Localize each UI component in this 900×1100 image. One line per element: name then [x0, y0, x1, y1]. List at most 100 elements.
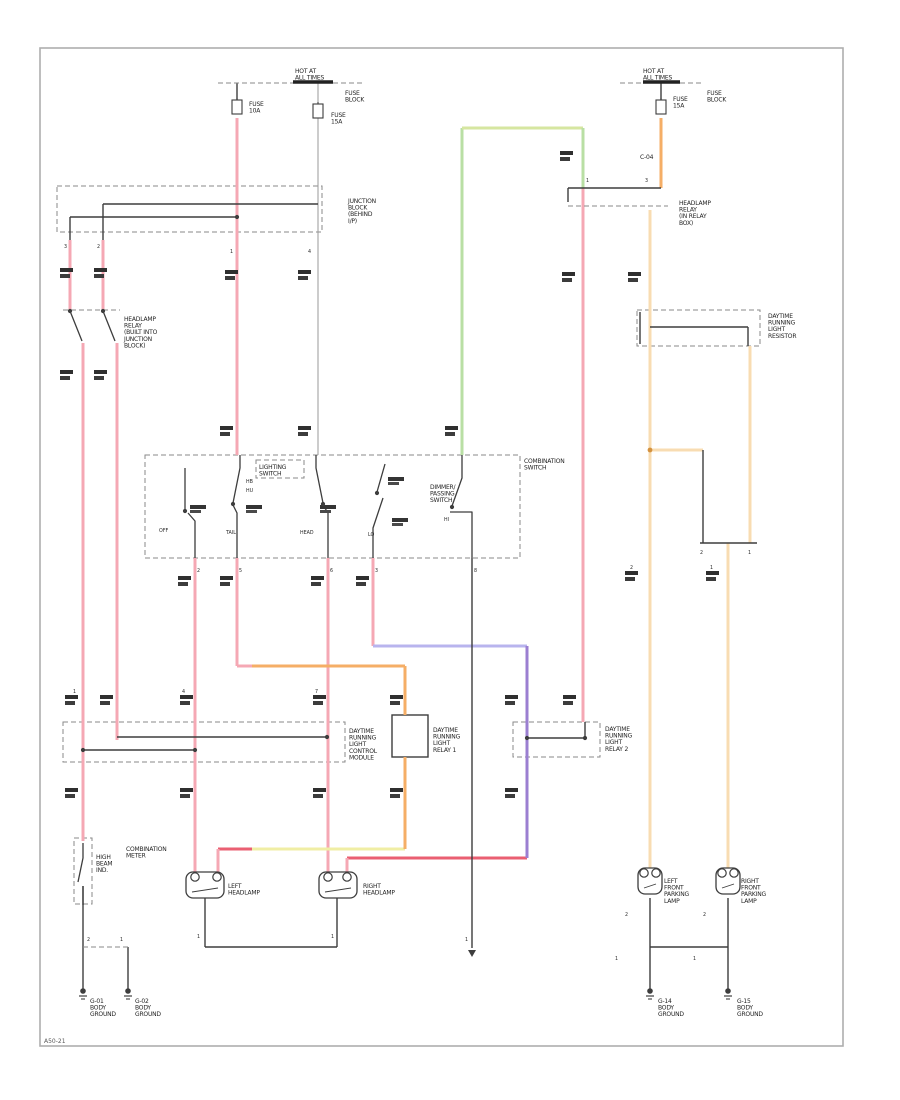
- connector-blob: [60, 268, 73, 272]
- terminal-blob: [320, 505, 336, 509]
- connector-blob: [225, 276, 235, 280]
- terminal-label: 1: [120, 937, 123, 943]
- terminal-label: 7: [315, 689, 318, 695]
- terminal-label: LO: [368, 532, 375, 538]
- junction-dot: [320, 501, 326, 507]
- diagram-label: RELAY 2: [605, 746, 628, 753]
- parklamp-terminal: [651, 868, 661, 878]
- diagram-label: LIGHT: [768, 326, 785, 333]
- arrow-icon: [468, 950, 476, 957]
- junction-dot: [67, 308, 73, 314]
- terminal-label: HU: [246, 488, 254, 494]
- connector-blob: [60, 370, 73, 374]
- junction-dot: [647, 447, 653, 453]
- connector-blob: [313, 794, 323, 798]
- connector-blob: [505, 794, 515, 798]
- terminal-blob: [392, 518, 408, 522]
- switch-blade: [69, 310, 83, 342]
- diagram-label: RUNNING: [349, 735, 377, 742]
- diagram-label: BLOCK: [345, 97, 365, 104]
- terminal-label: 1: [230, 249, 233, 255]
- switch-blade: [102, 310, 116, 342]
- connector-blob: [298, 270, 311, 274]
- diagram-label: HEADLAMP: [363, 890, 395, 897]
- connector-blob: [628, 272, 641, 276]
- diagram-label: LEFT: [228, 883, 242, 890]
- diagram-label: FUSE: [673, 96, 688, 103]
- diagram-label: PASSING: [430, 491, 455, 498]
- terminal-label: HEAD: [300, 530, 314, 536]
- connector-blob: [65, 794, 75, 798]
- connector-blob: [390, 695, 403, 699]
- connector-blob: [505, 701, 515, 705]
- connector-blob: [60, 376, 70, 380]
- diagram-label: DAYTIME: [768, 313, 793, 320]
- diagram-label: DAYTIME: [433, 727, 458, 734]
- diagram-label: G-15: [737, 998, 751, 1005]
- diagram-label: COMBINATION: [126, 846, 167, 853]
- connector-blob: [65, 695, 78, 699]
- diagram-label: HOT AT: [295, 68, 316, 75]
- connector-blob: [220, 426, 233, 430]
- connector-blob: [180, 701, 190, 705]
- connector-blob: [225, 270, 238, 274]
- diagram-label: RUNNING: [768, 320, 796, 327]
- diagram-label: FRONT: [664, 885, 684, 892]
- switch-blade: [315, 455, 324, 504]
- diagram-label: (IN RELAY: [679, 213, 707, 220]
- diagram-label: LIGHT: [349, 741, 366, 748]
- headlamp-filament: [191, 887, 219, 893]
- fuse-icon: [231, 99, 243, 115]
- connector-blob: [390, 701, 400, 705]
- connector-blob: [220, 576, 233, 580]
- connector-blob: [313, 788, 326, 792]
- connector-blob: [298, 432, 308, 436]
- diagram-label: BLOCK: [348, 205, 368, 212]
- diagram-label: COMBINATION: [524, 458, 565, 465]
- switch-blade: [372, 497, 384, 558]
- page-footer: A50-21: [44, 1038, 66, 1045]
- terminal-label: 1: [615, 956, 618, 962]
- terminal-label: 1: [586, 178, 589, 184]
- connector-blob: [220, 432, 230, 436]
- switch-blade: [187, 512, 196, 558]
- terminal-label: 1: [197, 934, 200, 940]
- connector-blob: [562, 278, 572, 282]
- connector-blob: [180, 788, 193, 792]
- headlamp-terminal: [212, 872, 222, 882]
- junction-dot: [582, 735, 588, 741]
- diagram-label: G-01: [90, 998, 104, 1005]
- terminal-blob: [246, 510, 257, 513]
- connector-blob: [65, 701, 75, 705]
- diagram-label: LIGHTING: [259, 464, 287, 471]
- terminal-blob: [392, 523, 403, 526]
- connector-blob: [94, 274, 104, 278]
- connector-blob: [65, 788, 78, 792]
- terminal-label: 4: [182, 689, 185, 695]
- switch-blade: [232, 455, 241, 504]
- terminal-label: 2: [97, 244, 100, 250]
- diagram-label: (BEHIND: [348, 211, 373, 218]
- headlamp-terminal: [190, 872, 200, 882]
- junction-dot: [192, 747, 198, 753]
- headlamp-terminal: [323, 872, 333, 882]
- connector-blob: [220, 582, 230, 586]
- junction-dot: [230, 501, 236, 507]
- headlamp-filament: [324, 887, 352, 893]
- terminal-label: 3: [645, 178, 648, 184]
- junction-dot: [234, 214, 240, 220]
- terminal-label: 2: [700, 550, 703, 556]
- diagram-label: (BUILT INTO: [124, 329, 158, 336]
- terminal-label: 3: [64, 244, 67, 250]
- junction-dot: [80, 747, 86, 753]
- diagram-label: DIMMER/: [430, 484, 457, 491]
- ground-symbol: [80, 988, 86, 994]
- diagram-label: FUSE: [331, 112, 346, 119]
- terminal-label: 2: [197, 568, 200, 574]
- switch-blade: [232, 504, 238, 558]
- connector-blob: [311, 576, 324, 580]
- diagram-label: HOT AT: [643, 68, 664, 75]
- diagram-label: BOX): [679, 220, 693, 227]
- diagram-label: GROUND: [90, 1011, 116, 1018]
- diagram-label: BODY: [90, 1005, 106, 1012]
